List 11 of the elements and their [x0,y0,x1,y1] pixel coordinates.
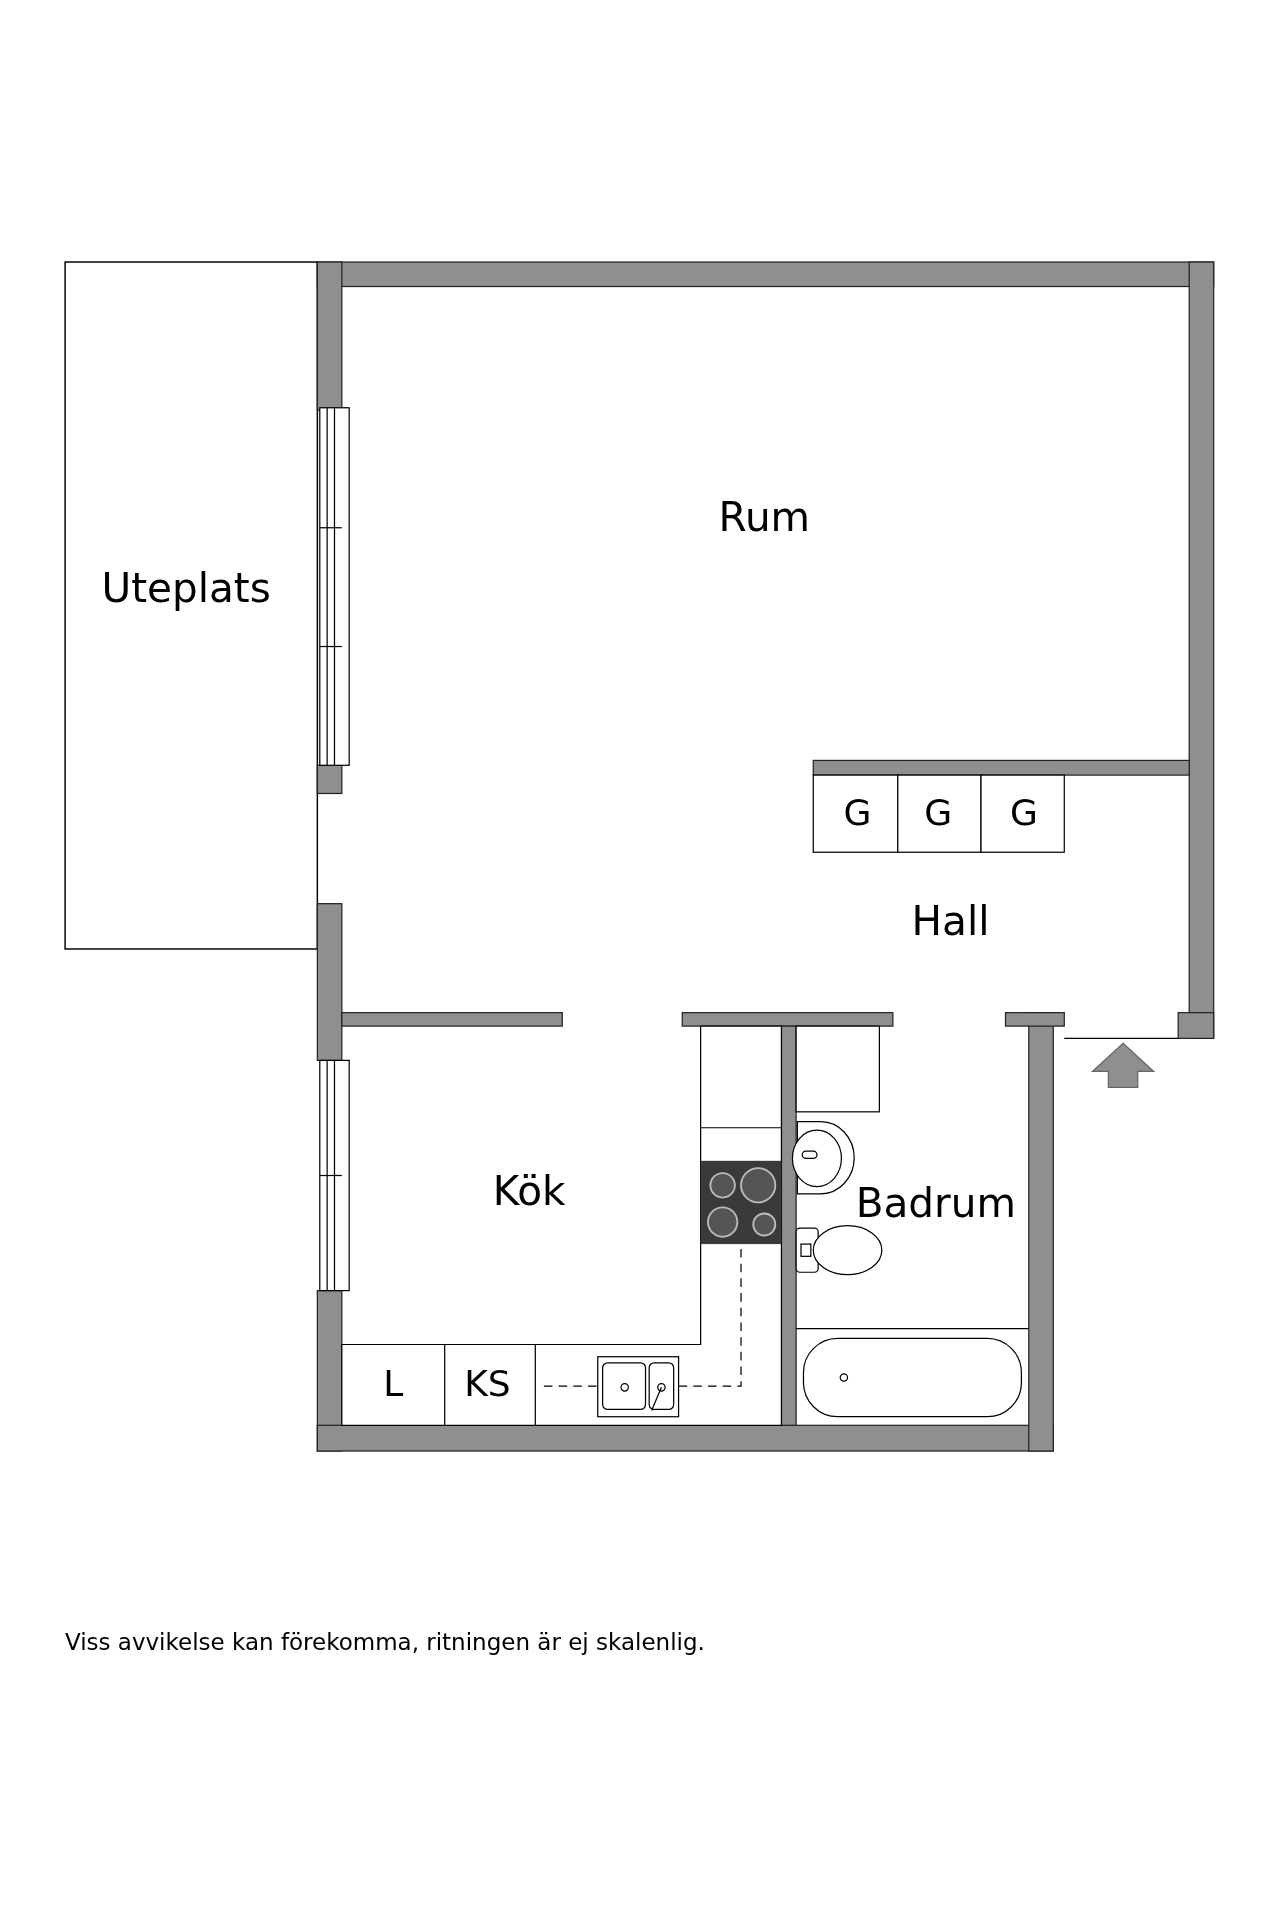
area-label: Uteplats [101,567,271,609]
caption-text: Viss avvikelse kan förekomma, ritningen är ej skalenlig. [64,1629,705,1656]
closet-label: G [843,795,872,832]
closet-label: G [924,795,953,832]
appliance-label: KS [464,1366,511,1403]
appliance-label: L [383,1366,404,1403]
room-label: Hall [911,900,990,942]
room-label: Rum [718,496,811,538]
room-label: Badrum [855,1182,1016,1224]
closet-label: G [1010,795,1038,832]
room-label: Kök [492,1170,566,1211]
